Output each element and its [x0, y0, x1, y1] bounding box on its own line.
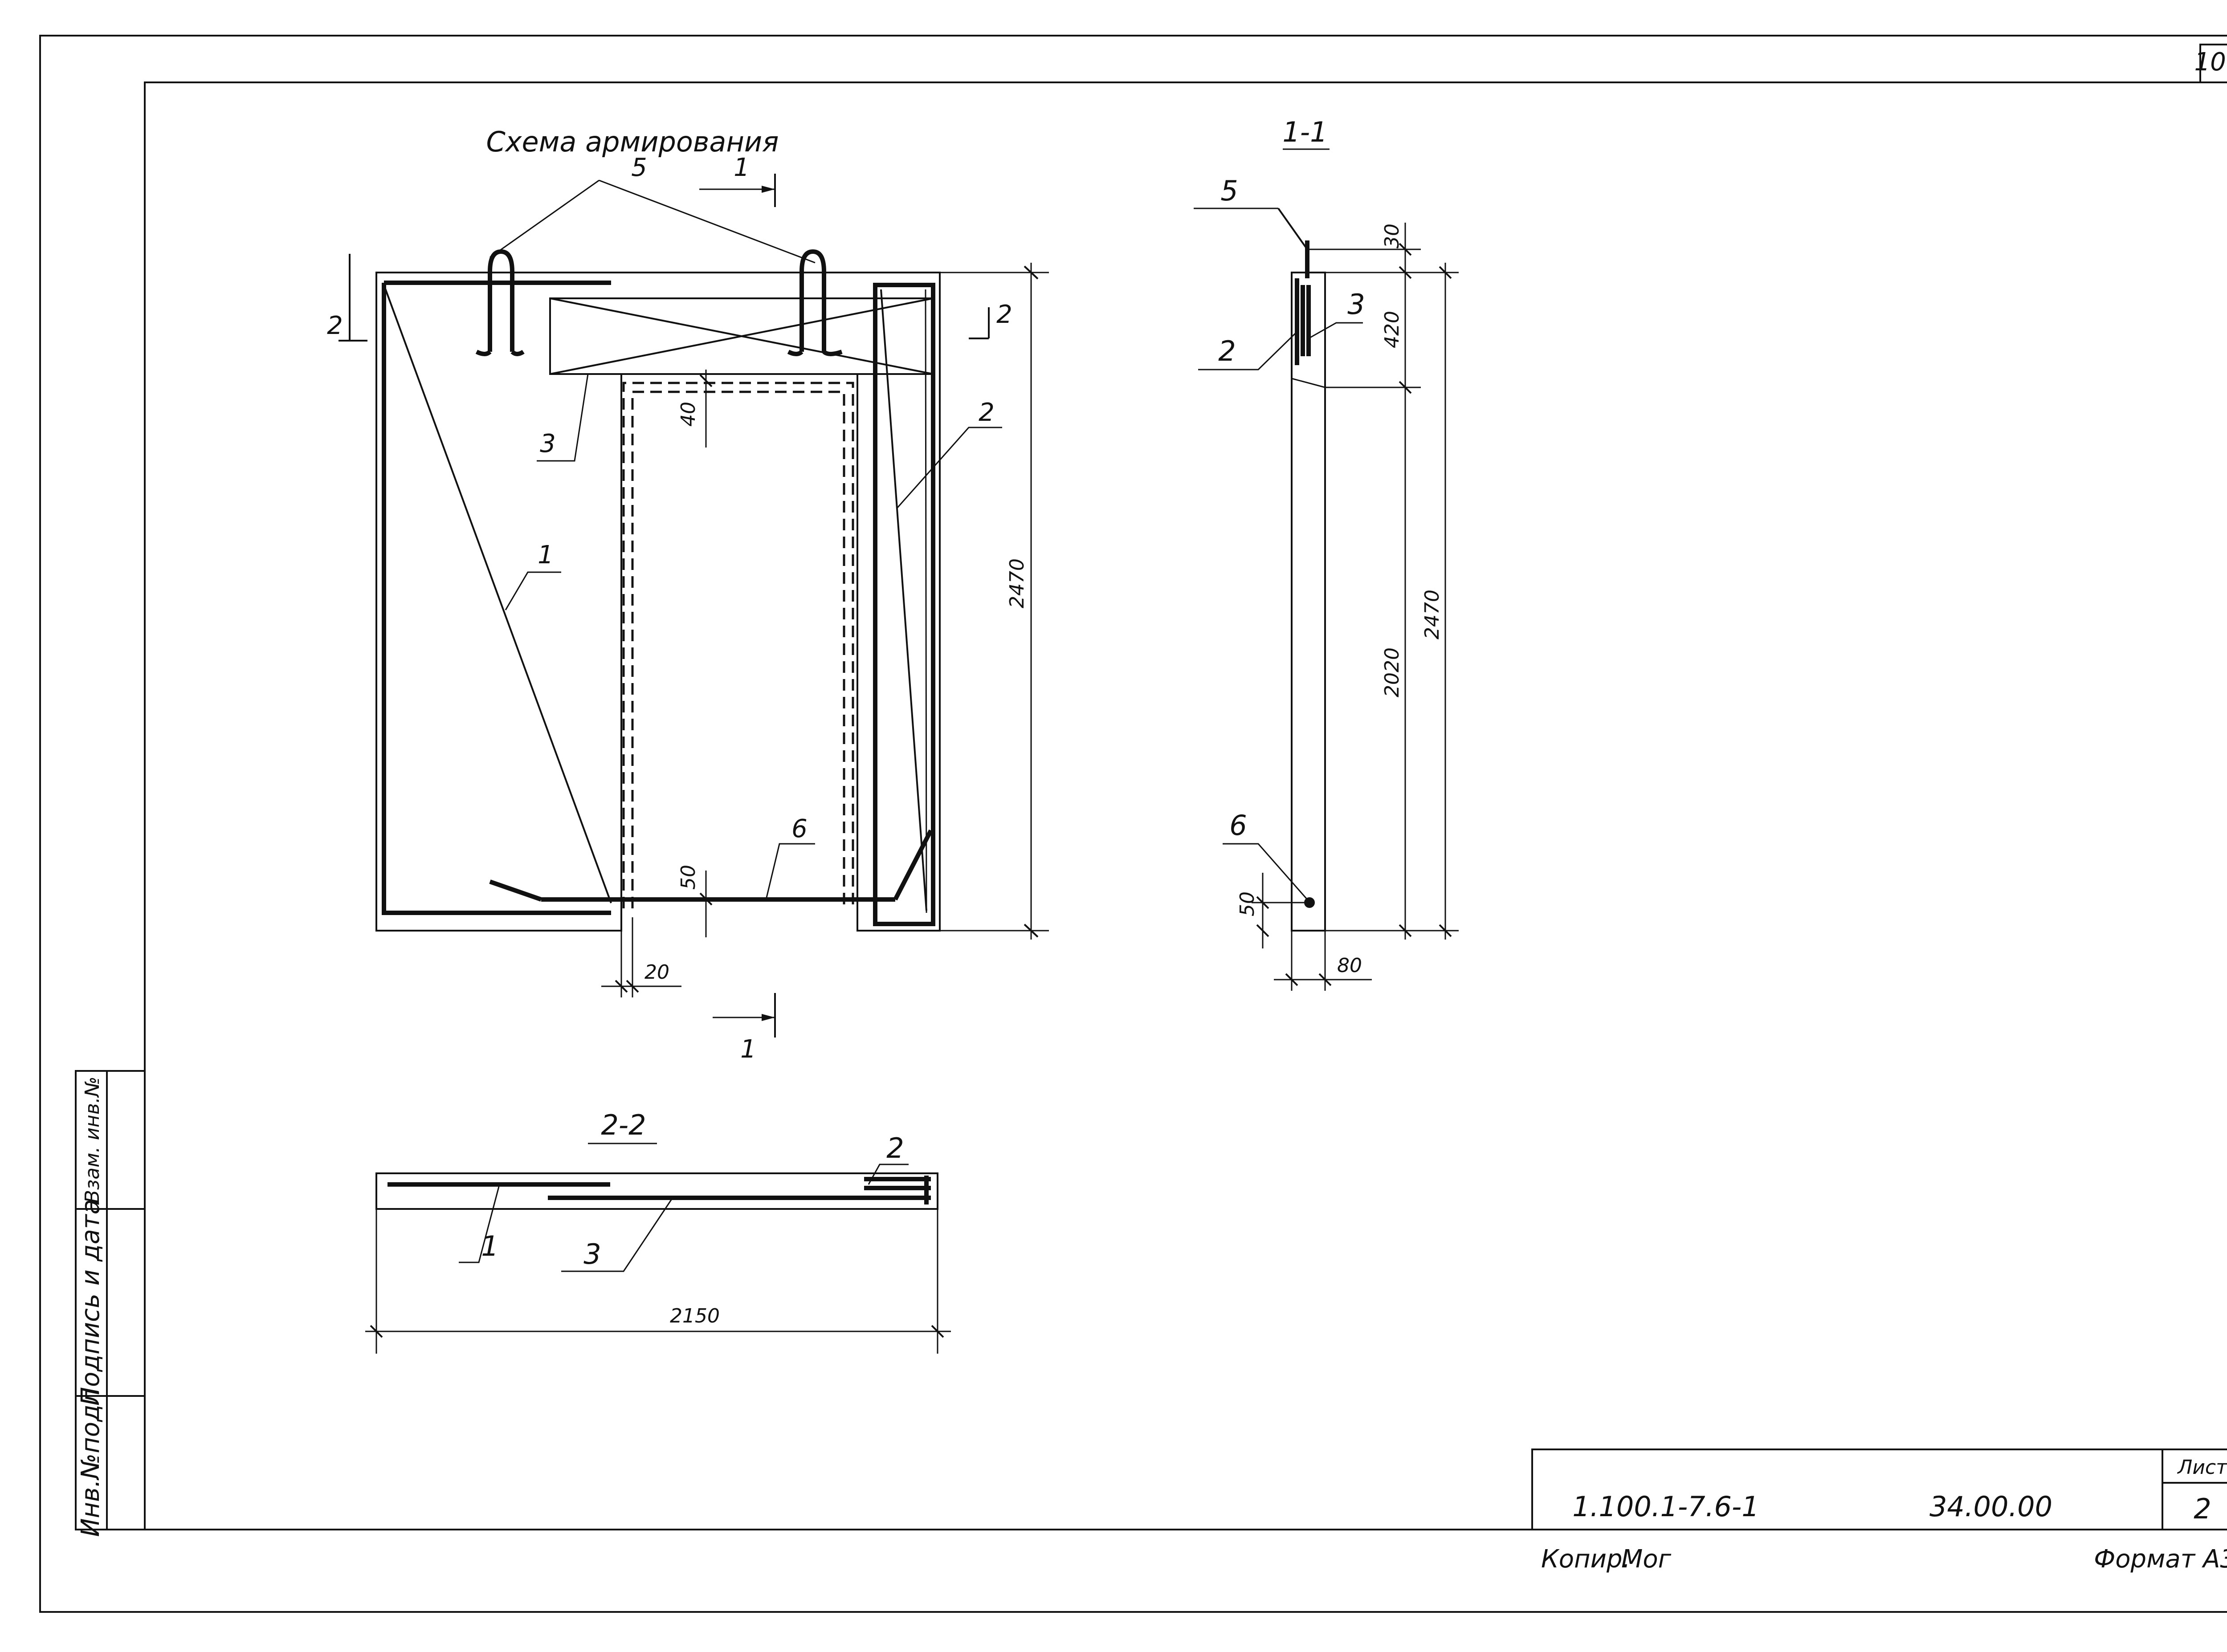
dim-side-offset: 20 — [601, 917, 681, 997]
svg-text:1: 1 — [740, 1035, 756, 1064]
s22-pos1-label: 1 — [481, 1230, 498, 1262]
pos1-diagonal — [383, 285, 612, 903]
svg-text:2470: 2470 — [1006, 558, 1028, 608]
svg-text:50: 50 — [677, 865, 700, 890]
title-block: 1.100.1-7.6-1 34.00.00 Лист 2 — [1531, 1449, 2227, 1530]
opening-cage-inner — [631, 391, 845, 908]
right-cage-outline — [873, 283, 935, 926]
section-1-1-title: 1-1 — [1282, 116, 1327, 148]
s11-dim-total: 2470 — [1421, 590, 1444, 639]
footer-copier-signature: Мог — [1621, 1545, 1672, 1574]
footer-format: Формат А3 — [2094, 1545, 2227, 1574]
dim-top-offset: 40 — [677, 370, 713, 448]
s11-pos3-label: 3 — [1347, 288, 1365, 321]
side-stamp: Инв.№подл Подпись и дата Взам. инв.№ — [75, 1070, 146, 1537]
s11-dim-top: 30 — [1381, 224, 1403, 248]
reinforcement-scheme: Схема армирования — [327, 126, 1049, 1064]
s11-pos6-label: 6 — [1229, 809, 1247, 842]
svg-text:2: 2 — [996, 300, 1012, 329]
opening-cage — [622, 382, 854, 908]
lifting-loop-right — [799, 249, 826, 352]
lintel-cage — [549, 297, 934, 375]
stamp-vzam-inv: Взам. инв.№ — [81, 1077, 104, 1204]
scheme-title: Схема армирования — [486, 126, 779, 158]
s11-dim-lower: 2020 — [1381, 647, 1403, 697]
title-sheet-label: Лист — [2177, 1456, 2227, 1479]
section-1-1-outline — [1291, 272, 1326, 932]
panel-outline — [375, 272, 941, 932]
svg-text:40: 40 — [677, 402, 700, 427]
footer-copied: Копир. — [1541, 1545, 1630, 1574]
s11-dim-bottom: 50 — [1236, 891, 1259, 916]
dim-height-total: 2470 — [940, 263, 1049, 940]
s11-dim-width: 80 — [1337, 954, 1362, 977]
pos6-label: 6 — [791, 814, 808, 843]
page-number-box: 106 — [2194, 44, 2227, 83]
title-code: 34.00.00 — [1929, 1490, 2052, 1523]
svg-text:2: 2 — [327, 311, 343, 340]
left-cage-outline — [382, 283, 611, 915]
pos2-label: 2 — [979, 398, 995, 427]
section-2-mark-right: 2 — [969, 300, 1012, 339]
pos1-label: 1 — [538, 541, 554, 570]
s11-dim-upper: 420 — [1381, 311, 1403, 348]
section-1-1: 1-1 5 2 3 6 30 — [1194, 116, 1459, 991]
title-designation: 1.100.1-7.6-1 — [1572, 1490, 1759, 1523]
s22-pos3-label: 3 — [583, 1238, 601, 1270]
s22-dim-width: 2150 — [670, 1305, 720, 1327]
stamp-inv-podl: Инв.№подл — [76, 1389, 105, 1537]
dim-bottom-offset: 50 — [677, 865, 713, 937]
pos3-label: 3 — [540, 429, 556, 458]
section-1-mark-bottom: 1 — [713, 993, 776, 1064]
s11-pos5-label: 5 — [1220, 175, 1238, 207]
section-2-mark-left: 2 — [327, 254, 367, 342]
stamp-podpis-data: Подпись и дата — [76, 1199, 105, 1406]
section-2-2: 2-2 1 3 2 2150 — [365, 1109, 951, 1354]
s22-pos2-label: 2 — [886, 1132, 904, 1164]
svg-text:20: 20 — [644, 961, 669, 984]
lifting-loop-left — [488, 249, 514, 352]
page-number: 106 — [2194, 48, 2227, 77]
svg-text:1: 1 — [734, 153, 750, 182]
title-sheet-number: 2 — [2194, 1493, 2211, 1525]
sheet-frame — [39, 35, 2227, 1613]
s11-pos2-label: 2 — [1218, 335, 1236, 367]
section-2-2-title: 2-2 — [601, 1109, 646, 1141]
section-1-mark-top: 1 — [699, 153, 776, 207]
pos5-label: 5 — [631, 153, 647, 182]
footer: Копир. Мог Формат А3 — [1541, 1545, 2227, 1574]
section-2-2-outline — [375, 1172, 938, 1210]
